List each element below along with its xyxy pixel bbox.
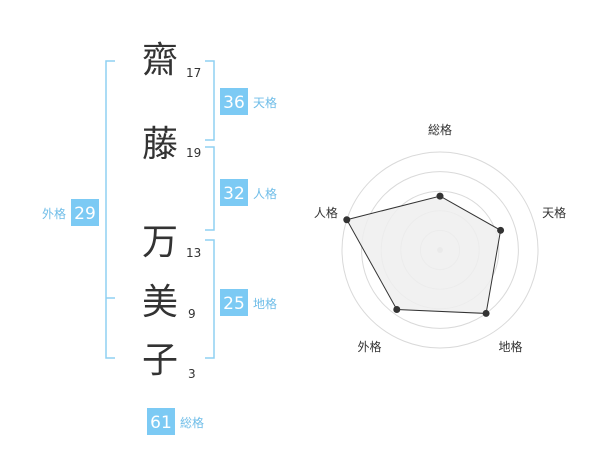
tenkaku-label: 天格 xyxy=(253,95,277,110)
radar-point xyxy=(436,192,444,200)
stroke-count-2: 19 xyxy=(186,146,201,160)
jinkaku-badge: 32 人格 xyxy=(220,179,277,206)
radar-axis-label: 人格 xyxy=(314,205,338,220)
name-char-5: 子 xyxy=(142,340,178,381)
radar-point xyxy=(482,309,490,317)
radar-point xyxy=(497,226,505,234)
chikaku-bracket xyxy=(205,239,215,359)
name-char-1: 齋 xyxy=(142,40,178,81)
tenkaku-box xyxy=(220,88,248,115)
jinkaku-bracket xyxy=(205,146,215,231)
radar-points xyxy=(343,192,505,317)
gaikaku-label: 外格 xyxy=(42,206,66,221)
radar-axis-label: 総格 xyxy=(428,122,452,137)
jinkaku-box xyxy=(220,179,248,206)
chikaku-badge: 25 地格 xyxy=(220,289,277,316)
gaikaku-badge: 29 外格 xyxy=(42,199,99,226)
chikaku-value: 25 xyxy=(223,294,245,314)
radar-axis-label: 地格 xyxy=(499,339,523,354)
soukaku-box xyxy=(147,408,175,435)
name-char-4: 美 xyxy=(142,282,178,323)
gaikaku-value: 29 xyxy=(74,204,96,224)
brackets xyxy=(105,60,215,359)
gaikaku-bracket xyxy=(105,60,115,359)
stroke-count-1: 17 xyxy=(186,66,201,80)
soukaku-label: 総格 xyxy=(180,415,204,430)
radar-ring xyxy=(361,171,519,329)
jinkaku-label: 人格 xyxy=(253,186,277,201)
stroke-count-3: 13 xyxy=(186,246,201,260)
gaikaku-box xyxy=(71,199,99,226)
tenkaku-badge: 36 天格 xyxy=(220,88,277,115)
chikaku-box xyxy=(220,289,248,316)
name-characters: 齋 17 藤 19 万 13 美 9 子 3 xyxy=(142,40,201,381)
tenkaku-bracket xyxy=(205,60,215,141)
name-char-3: 万 xyxy=(142,222,178,263)
radar-point xyxy=(343,216,351,224)
radar-axis-label: 天格 xyxy=(542,205,566,220)
soukaku-value: 61 xyxy=(150,413,172,433)
tenkaku-value: 36 xyxy=(223,93,245,113)
radar-series-area xyxy=(346,195,502,314)
name-char-2: 藤 xyxy=(142,124,178,165)
stroke-count-5: 3 xyxy=(188,367,196,381)
jinkaku-value: 32 xyxy=(223,184,245,204)
radar-point xyxy=(393,305,401,313)
stroke-count-4: 9 xyxy=(188,307,196,321)
radar-axis-label: 外格 xyxy=(357,339,381,354)
chikaku-label: 地格 xyxy=(253,296,277,311)
soukaku-badge: 61 総格 xyxy=(147,408,204,435)
